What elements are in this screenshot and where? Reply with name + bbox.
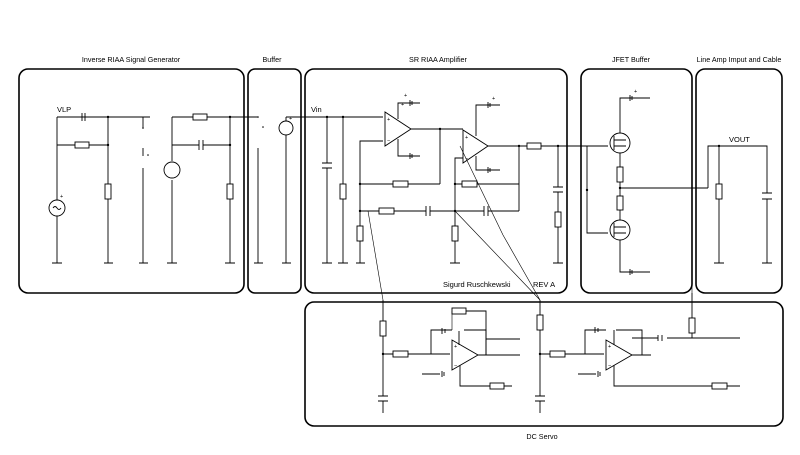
dc-servo-title: DC Servo — [526, 432, 557, 441]
svg-text:−: − — [454, 363, 457, 369]
block-frames — [18, 68, 784, 427]
dc-servo-block — [304, 301, 784, 427]
current-source — [163, 161, 181, 179]
jfet-buffer-circuit: + — [585, 89, 708, 275]
vout-label: VOUT — [729, 135, 750, 144]
svg-text:+: + — [404, 93, 407, 99]
buffer-block — [247, 68, 302, 294]
svg-text:+: + — [401, 102, 404, 108]
line-amp-block — [695, 68, 783, 294]
vlp-label: VLP — [57, 105, 71, 114]
jfet-lower — [609, 219, 631, 241]
dc-servo-circuit: + − + − — [378, 188, 740, 413]
svg-text:+: + — [608, 344, 611, 350]
line-amp-circuit: VOUT — [707, 135, 772, 264]
vin-label: Vin — [311, 105, 322, 114]
svg-text:+: + — [289, 116, 292, 122]
buffer-title: Buffer — [262, 55, 282, 64]
jfet-upper — [609, 132, 631, 154]
buffer-source — [278, 120, 294, 136]
inverse-riaa-block — [18, 68, 245, 294]
sr-riaa-block — [304, 68, 568, 294]
inverse-riaa-circuit: VLP + — [48, 105, 258, 264]
svg-text:−: − — [387, 138, 390, 144]
svg-text:+: + — [454, 344, 457, 350]
svg-text:+: + — [387, 117, 390, 123]
svg-text:−: − — [608, 363, 611, 369]
sr-riaa-circuit: Vin + − + + + − + — [311, 93, 587, 301]
opamp-2 — [462, 129, 489, 164]
sr-riaa-title: SR RIAA Amplifier — [409, 55, 468, 64]
servo-opamp-2 — [605, 339, 633, 371]
svg-text:+: + — [492, 96, 495, 102]
svg-text:+: + — [465, 135, 468, 141]
jfet-buffer-title: JFET Buffer — [612, 55, 651, 64]
svg-text:+: + — [60, 194, 63, 200]
servo-opamp-1 — [451, 339, 479, 371]
author-label: Sigurd Ruschkewski — [443, 280, 511, 289]
opamp-1 — [384, 111, 412, 147]
buffer-circuit: + — [254, 116, 315, 264]
jfet-buffer-block — [580, 68, 693, 294]
svg-text:+: + — [634, 89, 637, 95]
revision-label: REV A — [533, 280, 555, 289]
line-amp-title: Line Amp Imput and Cable — [697, 55, 782, 64]
inverse-riaa-title: Inverse RIAA Signal Generator — [82, 55, 181, 64]
